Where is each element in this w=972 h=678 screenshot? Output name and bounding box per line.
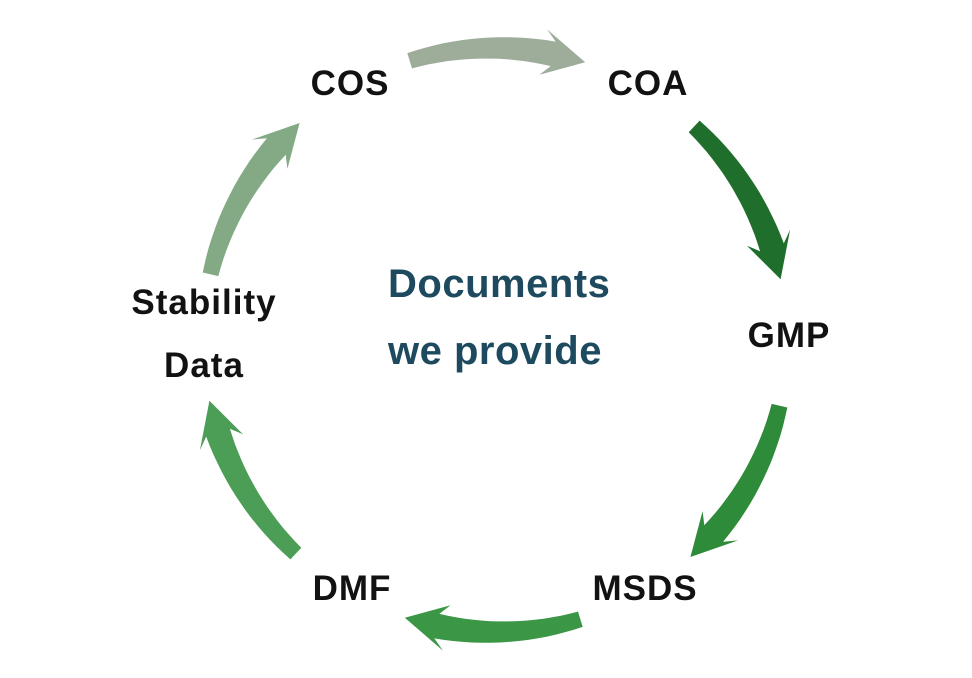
stability-data-line-2: Data: [164, 346, 244, 385]
node-label-dmf: DMF: [312, 569, 392, 608]
arrow-msds-to-dmf: [404, 605, 583, 651]
node-label-msds: MSDS: [592, 569, 698, 608]
node-label-coa: COA: [607, 64, 689, 103]
arrow-cos-to-coa: [407, 29, 586, 75]
stability-data-line-1: Stability: [131, 283, 277, 322]
node-label-stability-data: Stability Data: [131, 271, 276, 397]
diagram-title-line-2: we provide: [388, 329, 602, 373]
arrow-dmf-to-stability: [199, 400, 302, 560]
diagram-title-line-1: Documents: [388, 262, 611, 306]
diagram-title: Documents we provide: [388, 251, 610, 385]
arrow-coa-to-gmp: [688, 120, 791, 280]
arrow-stability-to-cos: [202, 123, 300, 277]
arrow-gmp-to-msds: [690, 403, 788, 557]
node-label-gmp: GMP: [747, 316, 831, 355]
cycle-arrows-group: [199, 29, 791, 651]
node-label-cos: COS: [310, 64, 390, 103]
